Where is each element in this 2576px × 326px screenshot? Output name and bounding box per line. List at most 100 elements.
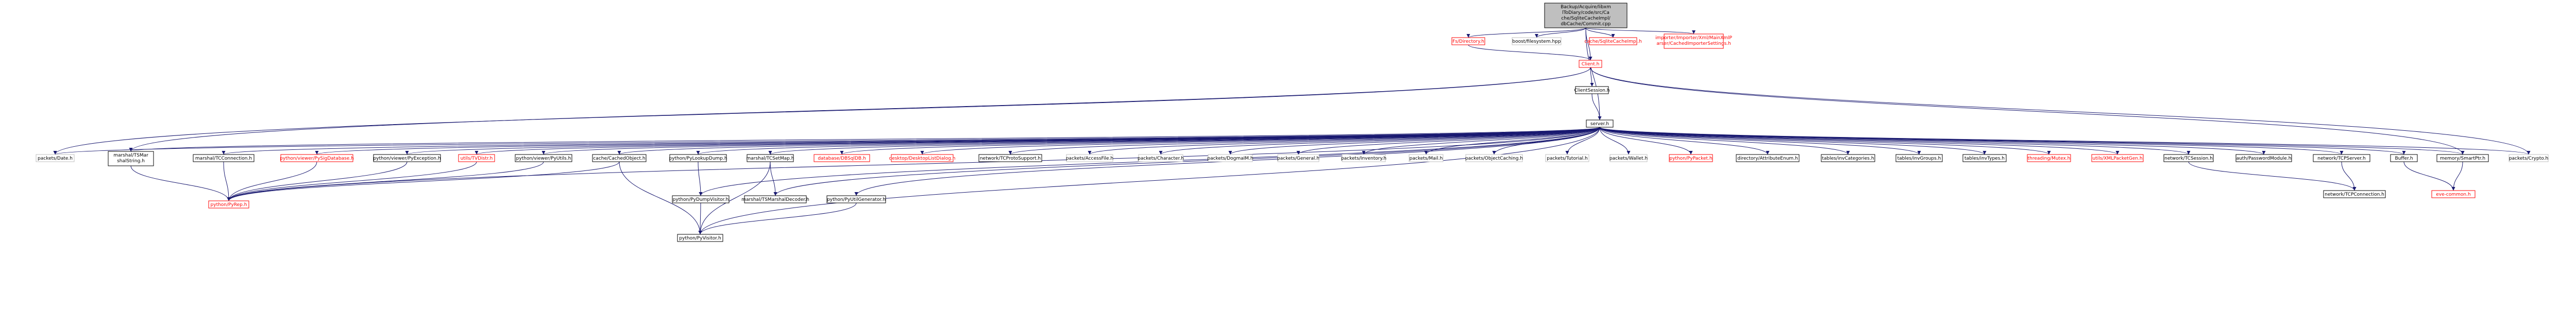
node-box-pDate [36,154,75,162]
edge-server-to-dbMgr [840,127,1600,155]
node-mTSMDec[interactable]: marshal/TSMarshalDecoder.h [741,195,809,203]
node-box-tabGrp [1895,154,1943,162]
node-pDate: packets/Date.h [36,154,75,162]
node-netProto[interactable]: network/TCProtoSupport.h [978,154,1042,162]
node-server[interactable]: server.h [1586,119,1614,128]
node-pyPacket[interactable]: python/PyPacket.h [1669,154,1713,162]
edge-netServer-to-netTCPConn [2341,161,2357,191]
node-label-dbMgr: database/DBSqlDB.h [818,156,866,161]
node-box-pObj [1465,154,1523,162]
node-pViewer[interactable]: python/viewer/PyUtils.h [515,154,572,162]
edge-cObj-to-pyVisitor [619,161,702,235]
edge-server-to-tabGrp [1599,127,1921,155]
node-label-pyPacket: python/PyPacket.h [1669,156,1712,161]
node-pAcc: packets/AccessFile.h [1066,154,1113,162]
node-netServer[interactable]: network/TCPServer.h [2313,154,2370,162]
node-pObj: packets/ObjectCaching.h [1465,154,1523,162]
node-netSess[interactable]: network/TCSession.h [2163,154,2214,162]
node-label-mutex: threading/Mutex.h [2028,156,2071,161]
node-authPass[interactable]: auth/PasswordModule.h [2235,154,2292,162]
node-pGen: packets/General.h [1277,154,1319,162]
node-box-pTut [1545,154,1589,162]
node-sqlite[interactable]: cache/SqliteCacheImpl.h [1584,37,1642,45]
node-fsDir[interactable]: Fs/Directory.h [1451,37,1485,45]
node-box-memSmart [2436,154,2489,162]
node-label-pAcc: packets/AccessFile.h [1066,156,1113,161]
edge-mTSM-to-mTSMDec [770,161,777,196]
node-client[interactable]: Client.h [1579,60,1602,68]
node-box-pDog [1208,154,1253,162]
node-pyDumpVis[interactable]: python/PyDumpVisitor.h [672,195,730,203]
node-label-mTSMDec: marshal/TSMarshalDecoder.h [741,197,809,202]
node-box-authPass [2235,154,2292,162]
node-label-netSess: network/TCSession.h [2164,156,2213,161]
node-tabCat[interactable]: tables/invCategories.h [1821,154,1875,162]
edge-server-to-mConn [222,127,1600,155]
node-label-cObj: cache/CachedObject.h [593,156,645,161]
edge-server-to-xmlPack [1599,127,2120,155]
node-fsBuffer[interactable]: Buffer.h [2390,154,2418,162]
node-box-pyUtf [826,195,886,203]
node-pSigDb[interactable]: python/viewer/PySigDatabase.h [280,154,354,162]
edge-client-to-clientSession [1590,67,1594,87]
node-cObj[interactable]: cache/CachedObject.h [592,154,647,162]
node-mConn[interactable]: marshal/TCConnection.h [193,154,255,162]
node-box-clientSession [1575,86,1609,94]
node-clientSession[interactable]: ClientSession.h [1574,86,1610,94]
edge-pSigDb-to-pyRep [227,161,317,201]
edge-server-to-pGen [1296,127,1600,155]
node-pVD[interactable]: utils/TVDistr.h [458,154,495,162]
node-pInv: packets/Inventory.h [1341,154,1386,162]
node-box-pyRep [208,200,249,209]
node-pTut: packets/Tutorial.h [1545,154,1589,162]
node-dbMgr[interactable]: database/DBSqlDB.h [814,154,870,162]
node-pyRep[interactable]: python/PyRep.h [208,200,249,209]
node-label-tabGrp: tables/invGroups.h [1897,156,1941,161]
node-label-dirAttr: directory/AttributeEnum.h [1737,156,1798,161]
node-tabGrp[interactable]: tables/invGroups.h [1895,154,1943,162]
edge-cObj-to-pyRep [227,161,620,201]
node-box-fsDir [1451,37,1485,45]
node-desktop[interactable]: desktop/DesktopListDialog.h [889,154,956,162]
node-label-pLookup: python/PyLookupDump.h [669,156,727,161]
node-label-pyUtf: python/PyUtilGenerator.h [827,197,886,202]
node-box-pGen [1277,154,1319,162]
edge-server-to-tabCat [1599,127,1850,155]
node-mutex[interactable]: threading/Mutex.h [2027,154,2071,162]
node-label-pyDumpVis: python/PyDumpVisitor.h [673,197,729,202]
node-label-pDog: packets/DogmaIM.h [1207,156,1253,161]
node-label-pMail: packets/Mail.h [1410,156,1443,161]
node-pExc[interactable]: python/viewer/PyException.h [373,154,441,162]
node-pyVisitor[interactable]: python/PyVisitor.h [677,234,723,242]
node-box-mutex [2027,154,2071,162]
node-pLookup[interactable]: python/PyLookupDump.h [669,154,727,162]
node-mTSM[interactable]: marshal/TCSetMap.h [746,154,794,162]
edge-pyUtf-to-pyVisitor [698,202,857,235]
edge-pLookup-to-pyDumpVis [698,161,703,196]
node-label-clientSession: ClientSession.h [1574,88,1610,93]
node-label-pyVisitor: python/PyVisitor.h [679,236,721,241]
node-common[interactable]: eve-common.h [2431,190,2476,198]
edge-server-to-memSmart [1599,127,2465,155]
node-tabTypes[interactable]: tables/invTypes.h [1962,154,2007,162]
node-label-fsBuffer: Buffer.h [2395,156,2413,161]
node-label-client: Client.h [1582,62,1600,67]
node-pyUtf[interactable]: python/PyUtilGenerator.h [826,195,886,203]
node-boost: boost/filesystem.hpp [1512,37,1562,45]
node-box-tabCat [1821,154,1875,162]
edge-mSize-to-pyRep [130,165,231,201]
node-xmlPack[interactable]: utils/XMLPacketGen.h [2091,154,2144,162]
edge-server-to-netSess [1599,127,2191,155]
node-dirAttr[interactable]: directory/AttributeEnum.h [1736,154,1800,162]
node-memSmart[interactable]: memory/SmartPtr.h [2436,154,2489,162]
node-box-boost [1512,37,1562,45]
node-label-mConn: marshal/TCConnection.h [195,156,252,161]
edge-root-to-boost [1535,27,1586,38]
node-box-root [1544,3,1628,28]
node-netTCPConn[interactable]: network/TCPConnection.h [2323,190,2386,198]
edge-server-to-netProto [1008,127,1600,155]
